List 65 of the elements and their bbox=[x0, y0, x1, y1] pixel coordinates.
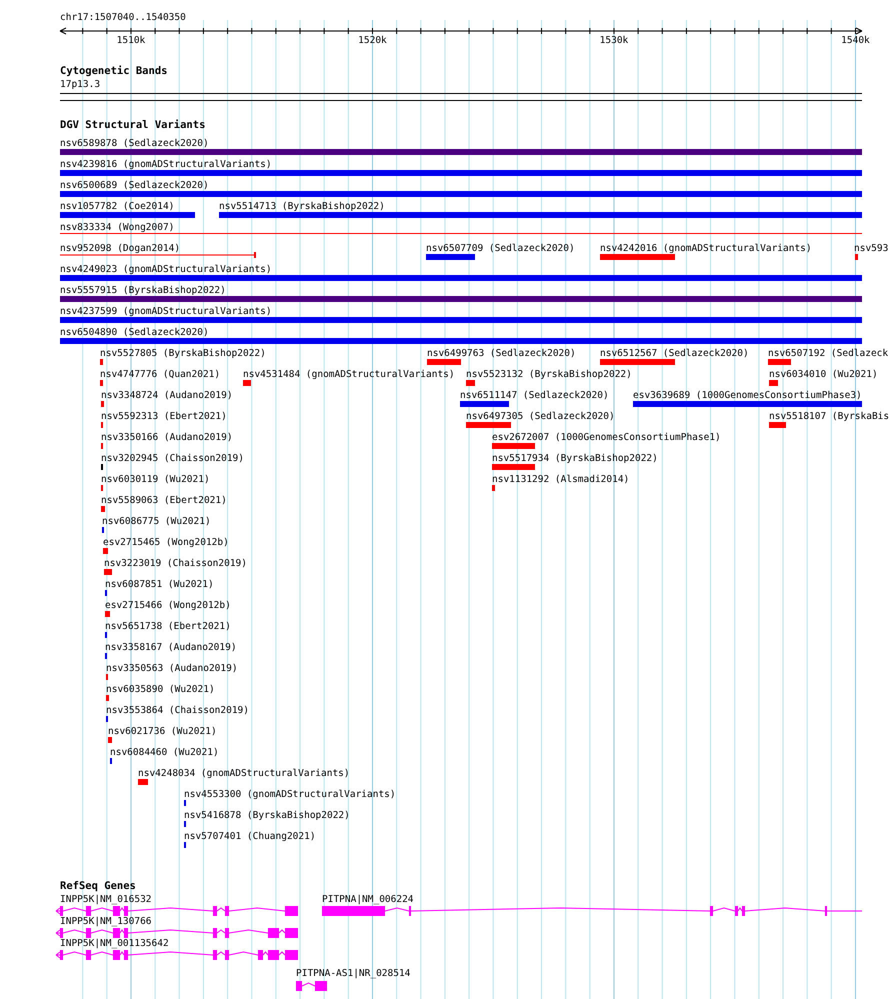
variant-label: esv3639689 (1000GenomesConsortiumPhase3) bbox=[633, 391, 862, 400]
variant-label: nsv4237599 (gnomADStructuralVariants) bbox=[60, 307, 272, 316]
gene-label: INPP5K|NM_016532 bbox=[60, 895, 152, 904]
variant-label: nsv6034010 (Wu2021) bbox=[769, 370, 878, 379]
variant-label: nsv5589063 (Ebert2021) bbox=[101, 496, 227, 505]
variant-label: nsv6021736 (Wu2021) bbox=[108, 727, 217, 736]
variant-label: nsv5416878 (ByrskaBishop2022) bbox=[184, 811, 350, 820]
track-title: RefSeq Genes bbox=[60, 882, 136, 891]
variant-label: nsv6500689 (Sedlazeck2020) bbox=[60, 181, 209, 190]
gene-label: INPP5K|NM_130766 bbox=[60, 917, 152, 926]
variant-label: nsv5592313 (Ebert2021) bbox=[101, 412, 227, 421]
variant-label: nsv1131292 (Alsmadi2014) bbox=[492, 475, 630, 484]
variant-label: nsv5517934 (ByrskaBishop2022) bbox=[492, 454, 658, 463]
variant-label: nsv5514713 (ByrskaBishop2022) bbox=[219, 202, 385, 211]
variant-label: nsv6499763 (Sedlazeck2020) bbox=[427, 349, 576, 358]
variant-label: nsv5557915 (ByrskaBishop2022) bbox=[60, 286, 226, 295]
variant-label: nsv6035890 (Wu2021) bbox=[106, 685, 215, 694]
variant-label: nsv3348724 (Audano2019) bbox=[101, 391, 233, 400]
gene-label: PITPNA|NM_006224 bbox=[322, 895, 414, 904]
gene-label: PITPNA-AS1|NR_028514 bbox=[296, 969, 410, 978]
variant-label: nsv6512567 (Sedlazeck2020) bbox=[600, 349, 749, 358]
tick-label: 1530k bbox=[600, 36, 628, 45]
variant-label: nsv4242016 (gnomADStructuralVariants) bbox=[600, 244, 812, 253]
variant-label: nsv3358167 (Audano2019) bbox=[105, 643, 237, 652]
variant-label: nsv1057782 (Coe2014) bbox=[60, 202, 174, 211]
variant-label: nsv952098 (Dogan2014) bbox=[60, 244, 180, 253]
variant-label: nsv4249023 (gnomADStructuralVariants) bbox=[60, 265, 272, 274]
variant-label: nsv833334 (Wong2007) bbox=[60, 223, 174, 232]
track-title: DGV Structural Variants bbox=[60, 121, 206, 130]
variant-label: nsv6497305 (Sedlazeck2020) bbox=[466, 412, 615, 421]
variant-label: nsv5527805 (ByrskaBishop2022) bbox=[100, 349, 266, 358]
variant-label: nsv593 bbox=[854, 244, 888, 253]
track-title: Cytogenetic Bands bbox=[60, 67, 168, 76]
band-label: 17p13.3 bbox=[60, 80, 100, 89]
variant-label: nsv5651738 (Ebert2021) bbox=[105, 622, 231, 631]
variant-label: nsv6507709 (Sedlazeck2020) bbox=[426, 244, 575, 253]
variant-label: nsv3553864 (Chaisson2019) bbox=[106, 706, 249, 715]
variant-label: nsv4747776 (Quan2021) bbox=[100, 370, 220, 379]
variant-label: nsv6084460 (Wu2021) bbox=[110, 748, 219, 757]
variant-label: nsv3223019 (Chaisson2019) bbox=[104, 559, 247, 568]
variant-label: nsv6086775 (Wu2021) bbox=[102, 517, 211, 526]
variant-label: nsv6030119 (Wu2021) bbox=[101, 475, 210, 484]
variant-label: esv2672007 (1000GenomesConsortiumPhase1) bbox=[492, 433, 721, 442]
variant-label: nsv4553300 (gnomADStructuralVariants) bbox=[184, 790, 396, 799]
variant-label: nsv5707401 (Chuang2021) bbox=[184, 832, 316, 841]
variant-label: nsv4531484 (gnomADStructuralVariants) bbox=[243, 370, 455, 379]
variant-label: nsv3350166 (Audano2019) bbox=[101, 433, 233, 442]
tick-label: 1540k bbox=[841, 36, 870, 45]
coordinate-label: chr17:1507040..1540350 bbox=[60, 13, 186, 22]
variant-label: nsv4248034 (gnomADStructuralVariants) bbox=[138, 769, 350, 778]
variant-label: nsv6589878 (Sedlazeck2020) bbox=[60, 139, 209, 148]
variant-label: nsv4239816 (gnomADStructuralVariants) bbox=[60, 160, 272, 169]
variant-label: esv2715466 (Wong2012b) bbox=[105, 601, 231, 610]
variant-label: nsv3350563 (Audano2019) bbox=[106, 664, 238, 673]
variant-label: nsv6507192 (Sedlazeck bbox=[768, 349, 888, 358]
variant-label: nsv6511147 (Sedlazeck2020) bbox=[460, 391, 609, 400]
variant-label: nsv3202945 (Chaisson2019) bbox=[101, 454, 244, 463]
variant-label: nsv6504890 (Sedlazeck2020) bbox=[60, 328, 209, 337]
variant-label: esv2715465 (Wong2012b) bbox=[103, 538, 229, 547]
variant-label: nsv6087851 (Wu2021) bbox=[105, 580, 214, 589]
gene-label: INPP5K|NM_001135642 bbox=[60, 939, 169, 948]
variant-label: nsv5518107 (ByrskaBis bbox=[769, 412, 890, 421]
tick-label: 1510k bbox=[116, 36, 146, 45]
variant-label: nsv5523132 (ByrskaBishop2022) bbox=[466, 370, 632, 379]
tick-label: 1520k bbox=[358, 36, 387, 45]
